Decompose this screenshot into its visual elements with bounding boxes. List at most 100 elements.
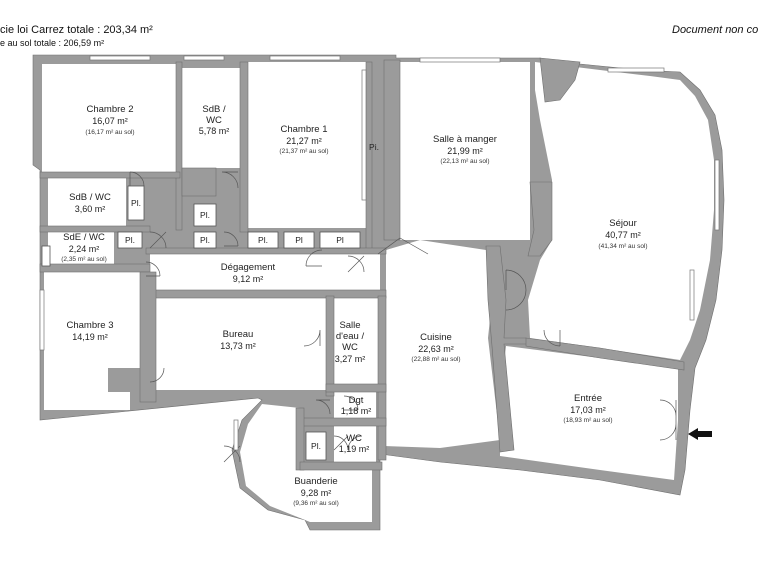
cuisine-floor [384,240,500,448]
wall-h-7 [299,417,387,427]
door-swing [303,329,321,347]
wall-v-8 [295,407,305,471]
closet-label: Pl [336,235,344,245]
wc-floor [334,426,376,462]
entree-floor-area: (18,93 m² au sol) [563,417,612,424]
sdb-wc-top-area: 5,78 m² [199,126,230,136]
entree-area: 17,03 m² [570,405,606,415]
sde-fixture [41,245,51,267]
closet-pl [283,231,315,249]
sdb-wc-left-area: 3,60 m² [75,204,106,214]
salle-manger-name: Salle à manger [433,134,497,145]
closet-label: Pi. [369,142,379,152]
salle-eau-name1: Salle [339,320,360,331]
wall-h-8 [299,461,383,471]
wc-area: 1,19 m² [339,444,370,454]
chambre2-floor-area: (16,17 m² au sol) [85,129,134,136]
wall-v-6 [325,295,335,397]
closet-label: Pl. [200,235,210,245]
window [419,57,501,63]
sejour-area: 40,77 m² [605,230,641,240]
window [361,69,367,201]
sdb-wc-left-floor [48,178,126,226]
sdb-wc-top-name1: SdB / [202,104,226,115]
salle-eau-name3: WC [342,342,358,353]
wall-sejour-pillar [527,181,553,257]
buanderie-name: Buanderie [294,476,337,487]
sde-wc-name: SdE / WC [63,232,105,243]
door-swing [343,395,359,411]
door-swing [221,171,239,189]
wall-v-5 [139,271,157,403]
closet-pl [193,203,217,227]
wall-cuisine-sejour [485,245,531,453]
wall-h-2 [39,225,151,233]
degagement-floor [150,254,380,290]
door-swing [305,249,323,267]
chambre2-floor [42,64,176,172]
window [89,55,151,61]
door-swing [659,399,677,441]
salle-manger-floor [400,62,530,240]
sde-wc-area: 2,24 m² [69,244,100,254]
chambre2-area: 16,07 m² [92,116,128,126]
door-swing [543,329,561,347]
cuisine-name: Cuisine [420,332,452,343]
disclaimer-text: Document non co [672,24,759,36]
sdb-wc-top-floor [182,68,240,168]
salle-manger-area: 21,99 m² [447,146,483,156]
closet-label: Pl. [311,441,321,451]
sdb-wc-top-name2: WC [206,115,222,126]
closet-label: Pl. [200,210,210,220]
bureau-floor [156,298,326,390]
dgt-floor [334,392,376,418]
chambre2-name: Chambre 2 [87,104,134,115]
closet-pl [193,231,217,249]
bureau-area: 13,73 m² [220,341,256,351]
salle-eau-area: 3,27 m² [335,354,366,364]
door-swing [505,269,527,311]
door-swing [149,367,165,383]
chambre1-name: Chambre 1 [281,124,328,135]
closet-block-1 [181,167,217,197]
window [39,289,45,351]
window [607,67,665,73]
wall-v-4 [383,59,401,241]
sejour-name: Séjour [609,218,636,229]
cuisine-area: 22,63 m² [418,344,454,354]
closet-label: Pl. [125,235,135,245]
sde-wc-floor [48,232,114,264]
wall-h-5 [145,289,387,299]
closet-label: Pl [295,235,303,245]
closet-pl [305,431,327,461]
chambre1-area: 21,27 m² [286,136,322,146]
wall-h-1 [39,171,181,179]
buanderie-floor [240,404,372,522]
door-swing [315,399,331,415]
closet-pl [247,231,279,249]
window [233,419,239,451]
cuisine-floor-area: (22,88 m² au sol) [411,356,460,363]
entree-floor [500,346,678,480]
wall-h-3 [39,263,151,273]
chambre1-floor-area: (21,37 m² au sol) [279,148,328,155]
door-swing [149,231,167,249]
door-swing [129,171,145,187]
door-swing [377,237,429,255]
door-swing [223,231,239,247]
buanderie-area: 9,28 m² [301,488,332,498]
closet-label: Pl. [258,235,268,245]
chambre1-floor [248,62,366,228]
door-swing [145,261,161,277]
degagement-area: 9,12 m² [233,274,264,284]
entrance-arrow-icon [688,428,712,440]
entree-name: Entrée [574,393,602,404]
wall-sejour-corner [539,57,581,103]
window [269,55,341,61]
dgt-name: Dgt [349,395,364,406]
chambre3-area: 14,19 m² [72,332,108,342]
sdb-wc-left-name: SdB / WC [69,192,111,203]
wall-v-1 [175,61,183,231]
window [689,269,695,321]
